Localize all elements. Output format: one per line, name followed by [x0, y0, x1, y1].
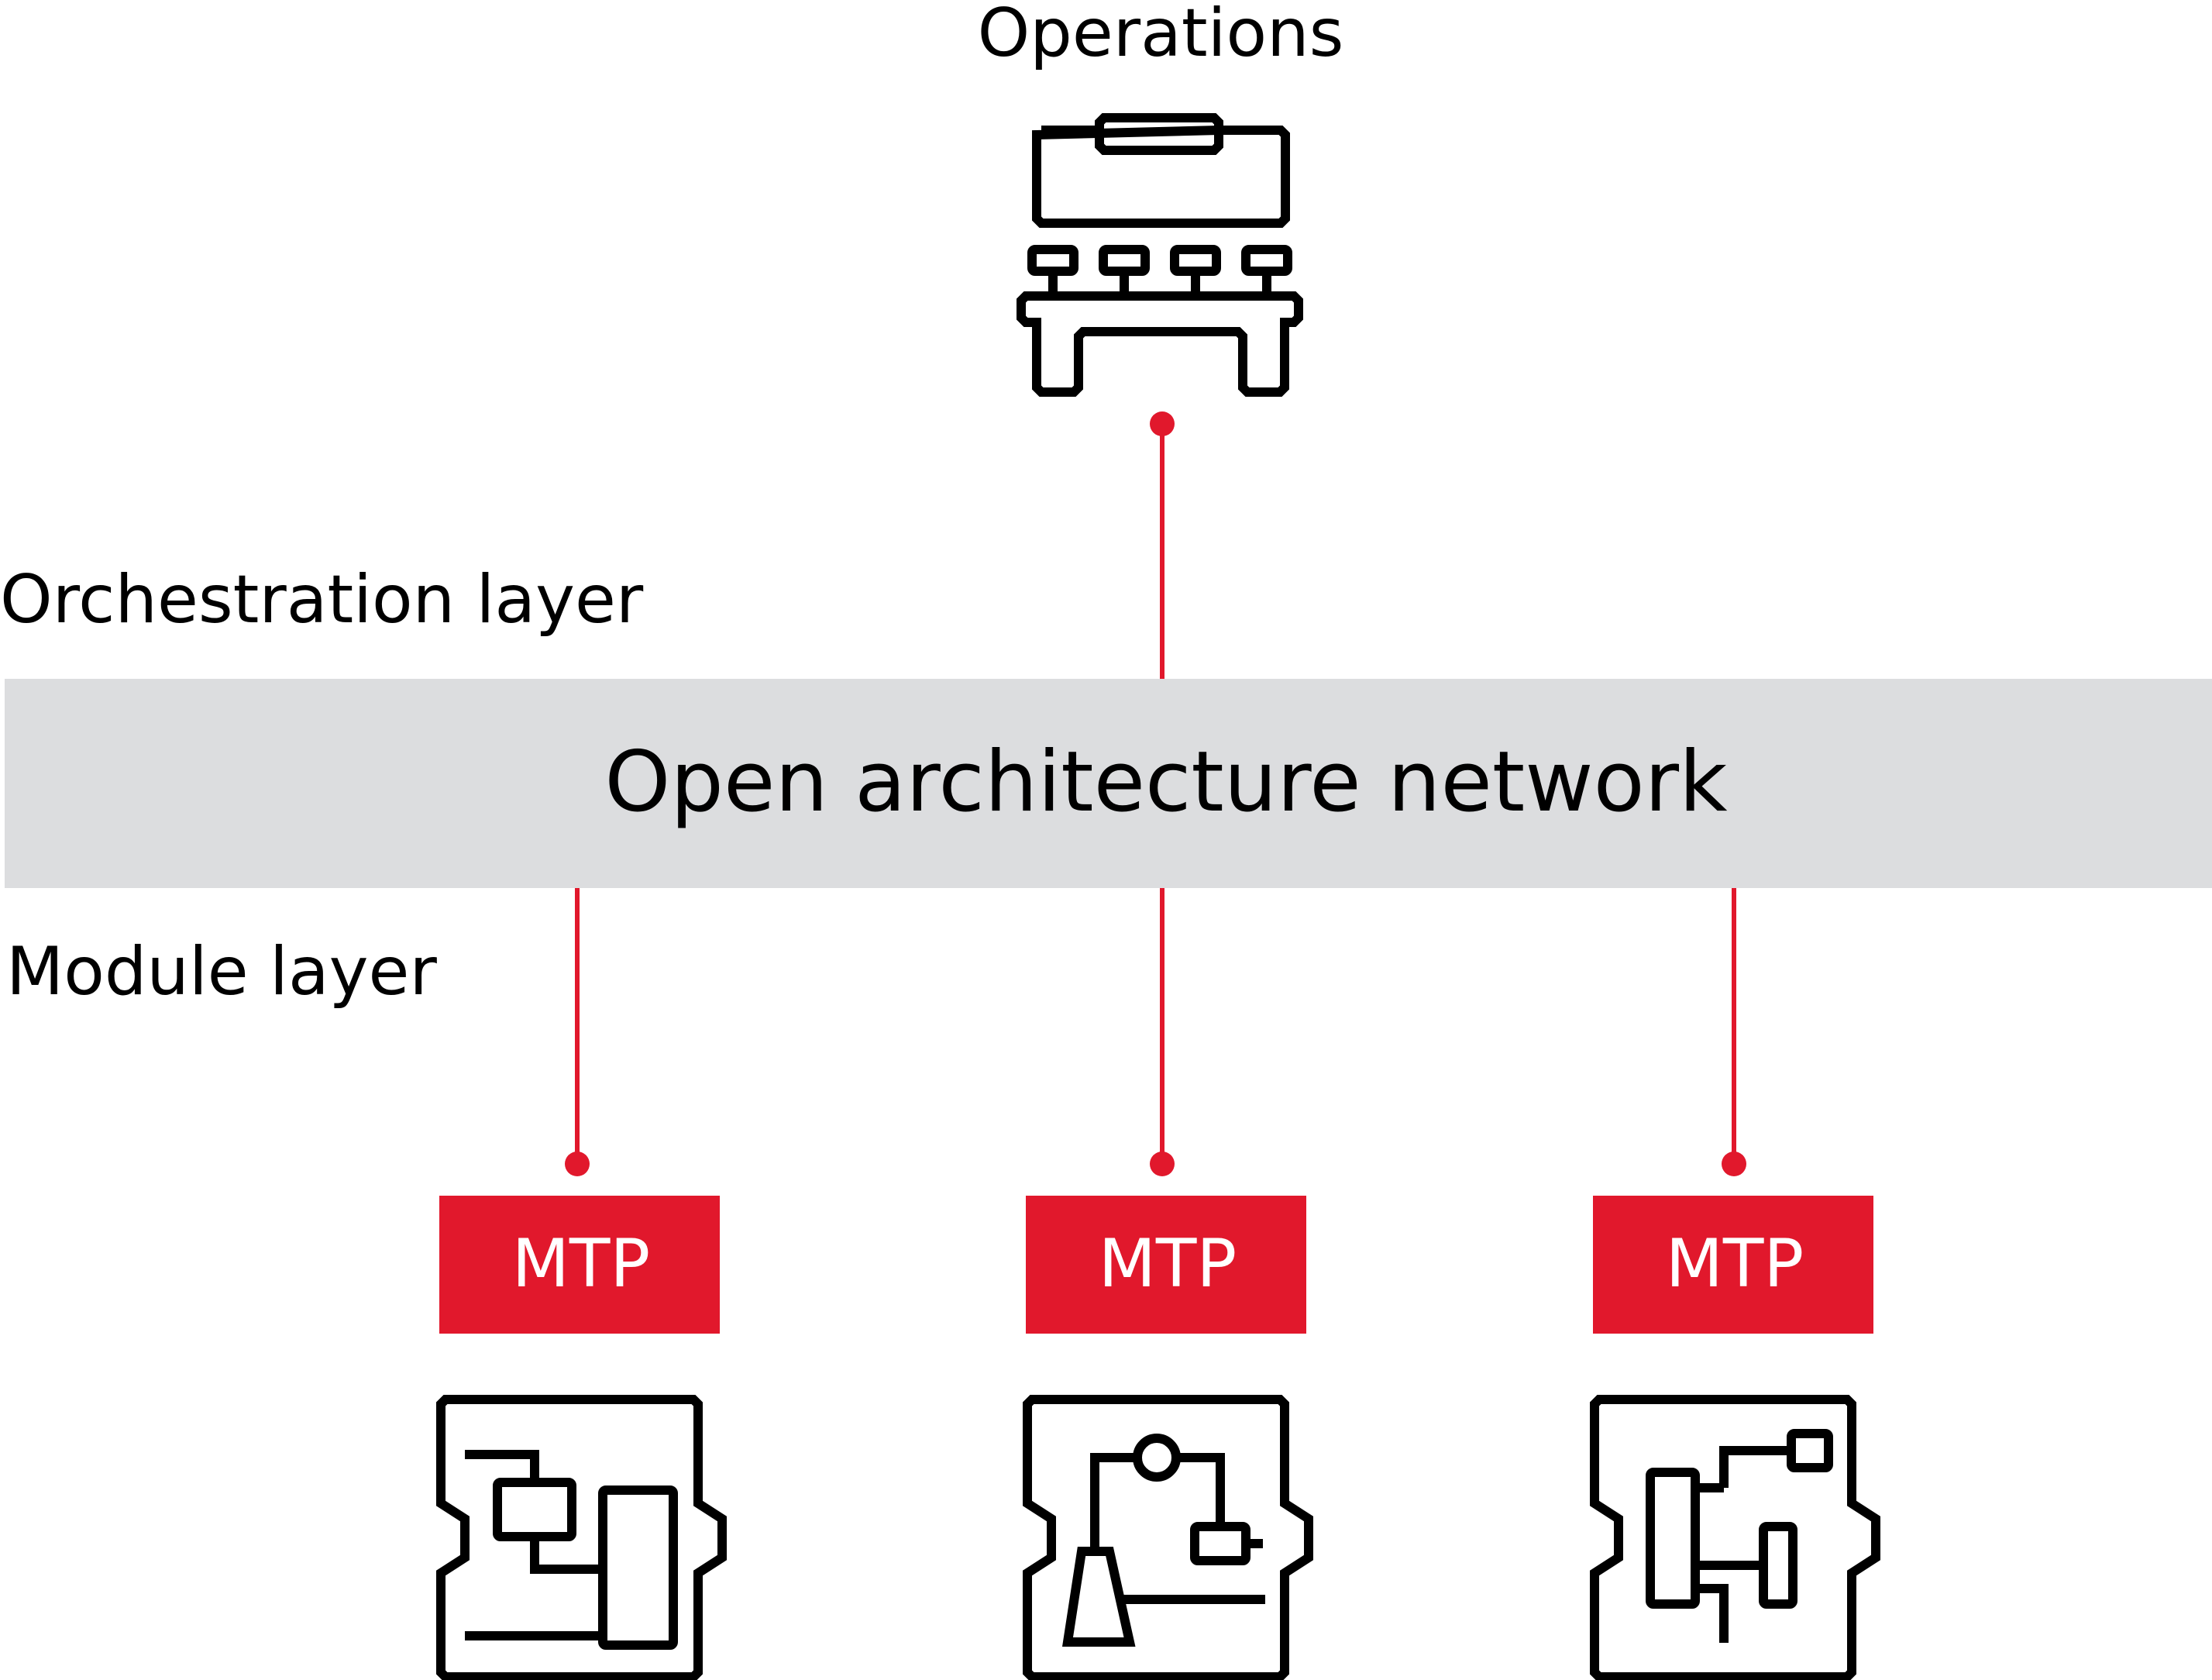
module-reactor-icon — [1023, 1395, 1313, 1680]
operations-title: Operations — [978, 0, 1344, 72]
module-3-connector-dot — [1722, 1152, 1746, 1176]
mtp-tag-1: MTP — [439, 1196, 720, 1334]
network-label: Open architecture network — [604, 734, 1728, 831]
module-valves-icon — [1590, 1395, 1880, 1680]
module-mixing-icon — [436, 1395, 727, 1680]
mtp-tag-2: MTP — [1026, 1196, 1306, 1334]
orchestration-layer-label: Orchestration layer — [0, 561, 644, 639]
mtp-tag-3-label: MTP — [1666, 1225, 1804, 1303]
network-band — [5, 679, 2212, 888]
control-room-icon — [1017, 113, 1303, 397]
module-layer-label: Module layer — [6, 933, 437, 1010]
mtp-tag-1-label: MTP — [512, 1225, 651, 1303]
mtp-tag-2-label: MTP — [1099, 1225, 1237, 1303]
module-2-connector-dot — [1150, 1152, 1175, 1176]
mtp-tag-3: MTP — [1593, 1196, 1873, 1334]
module-1-connector-dot — [565, 1152, 590, 1176]
